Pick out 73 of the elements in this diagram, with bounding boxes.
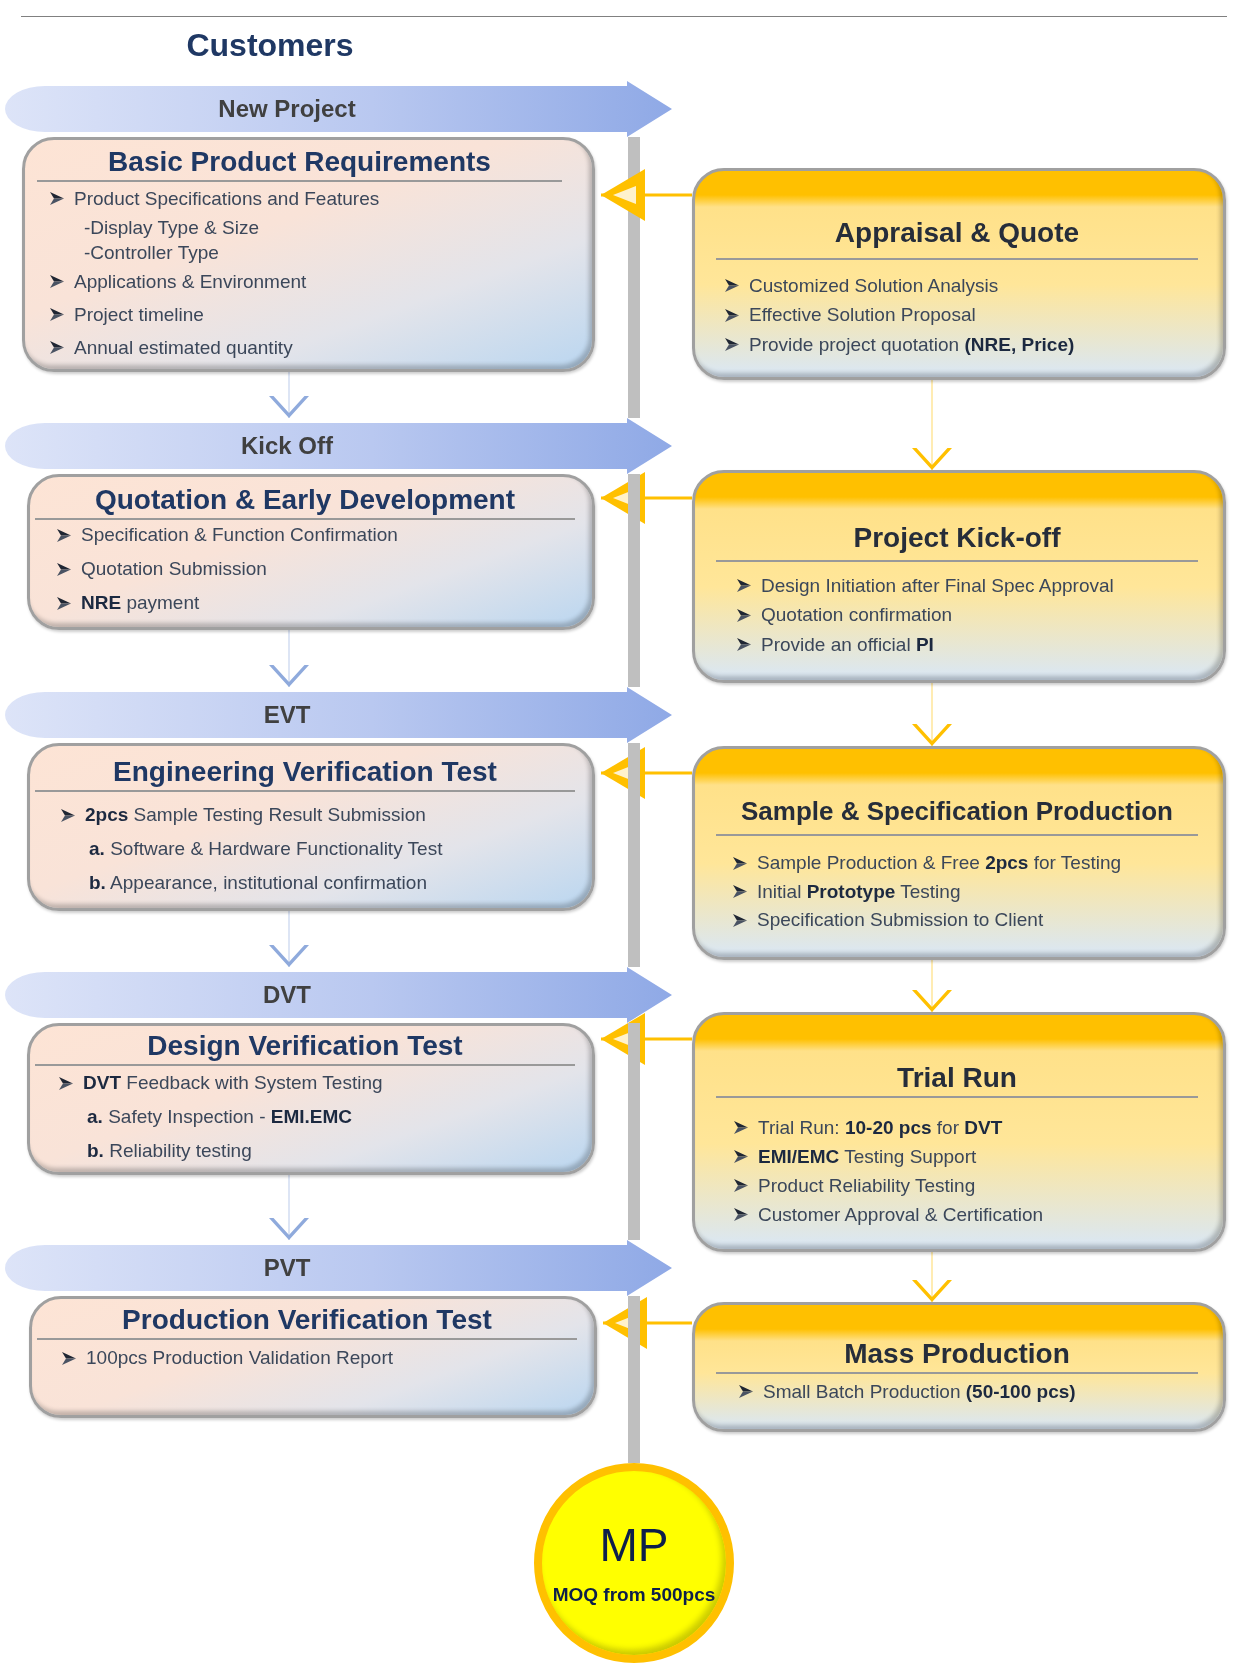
bullet-text: Quotation Submission	[81, 558, 267, 580]
timeline-bar	[628, 1023, 640, 1240]
timeline-bar	[628, 743, 640, 967]
bullet-text: Specification & Function Confirmation	[81, 524, 398, 546]
card-heading: Appraisal & Quote	[834, 215, 1080, 250]
bullet-text: NRE payment	[81, 592, 200, 614]
bullet-text: Provide an official PI	[761, 633, 934, 656]
stage-banner	[5, 418, 673, 474]
stage-card	[692, 1302, 1226, 1432]
timeline-bar	[628, 474, 640, 687]
banner-label: Kick Off	[241, 432, 333, 460]
card-heading: Project Kick-off	[853, 520, 1061, 555]
sub-item-text: b. Reliability testing	[87, 1140, 252, 1162]
sub-item-text: -Controller Type	[84, 241, 219, 264]
card-heading: Engineering Verification Test	[113, 754, 497, 789]
stage-card	[692, 168, 1226, 380]
stage-card	[27, 474, 595, 630]
timeline-bar	[628, 137, 640, 418]
stage-card	[27, 743, 595, 911]
bullet-text: EMI/EMC Testing Support	[758, 1145, 977, 1168]
stage-banner	[5, 1240, 673, 1296]
stage-banner	[5, 967, 673, 1023]
bullet-text: Customized Solution Analysis	[749, 274, 999, 297]
bullet-text: Sample Production & Free 2pcs for Testing	[757, 852, 1122, 875]
arrow	[603, 1297, 692, 1349]
bullet-text: DVT Feedback with System Testing	[83, 1072, 383, 1094]
stage-card	[692, 1012, 1226, 1252]
bullet-text: Applications & Environment	[74, 270, 307, 293]
sub-item-text: a. Safety Inspection - EMI.EMC	[87, 1106, 353, 1128]
bullet-text: Project timeline	[74, 303, 204, 326]
card-heading: Quotation & Early Development	[94, 482, 516, 517]
card-heading: Mass Production	[844, 1336, 1070, 1371]
bullet-text: Provide project quotation (NRE, Price)	[749, 333, 1075, 356]
banner-label: DVT	[263, 981, 311, 1009]
bullet-text: Quotation confirmation	[761, 604, 953, 627]
timeline-bar	[628, 1296, 640, 1463]
bullet-text: Effective Solution Proposal	[749, 304, 976, 327]
bullet-text: 2pcs Sample Testing Result Submission	[85, 804, 426, 826]
column-heading: Customers	[186, 26, 354, 64]
bullet-text: Product Reliability Testing	[758, 1174, 976, 1197]
sub-item-text: b. Appearance, institutional confirmation	[89, 872, 427, 894]
bullet-text: Specification Submission to Client	[757, 909, 1044, 932]
card-heading: Production Verification Test	[122, 1302, 492, 1337]
card-heading: Sample & Specification Production	[741, 794, 1173, 828]
banner-label: PVT	[263, 1254, 311, 1282]
milestone-title: MP	[599, 1520, 669, 1570]
bullet-text: Annual estimated quantity	[74, 336, 293, 359]
bullet-text: Small Batch Production (50-100 pcs)	[763, 1380, 1076, 1403]
banner-label: EVT	[263, 701, 311, 729]
bullet-text: Initial Prototype Testing	[757, 880, 961, 903]
bullet-text: Customer Approval & Certification	[758, 1203, 1044, 1226]
bullet-text: Design Initiation after Final Spec Approval	[761, 574, 1114, 597]
arrow	[601, 169, 692, 221]
stage-banner	[5, 687, 673, 743]
bullet-text: Trial Run: 10-20 pcs for DVT	[758, 1116, 1003, 1139]
stage-card	[27, 1023, 595, 1175]
stage-card	[22, 137, 595, 372]
arrow	[601, 747, 692, 799]
bullet-text: Product Specifications and Features	[74, 187, 380, 210]
stage-card	[29, 1296, 597, 1418]
stage-card	[692, 470, 1226, 683]
stage-banner	[5, 81, 673, 137]
stage-card	[692, 746, 1226, 960]
banner-label: New Project	[218, 95, 356, 123]
bullet-text: 100pcs Production Validation Report	[86, 1347, 393, 1369]
sub-item-text: a. Software & Hardware Functionality Test	[89, 838, 443, 860]
sub-item-text: -Display Type & Size	[84, 216, 259, 239]
milestone-note: MOQ from 500pcs	[552, 1584, 716, 1606]
arrow	[601, 1013, 692, 1065]
card-heading: Trial Run	[897, 1060, 1017, 1095]
card-heading: Basic Product Requirements	[108, 144, 491, 179]
card-heading: Design Verification Test	[147, 1028, 463, 1063]
arrow	[601, 472, 692, 524]
